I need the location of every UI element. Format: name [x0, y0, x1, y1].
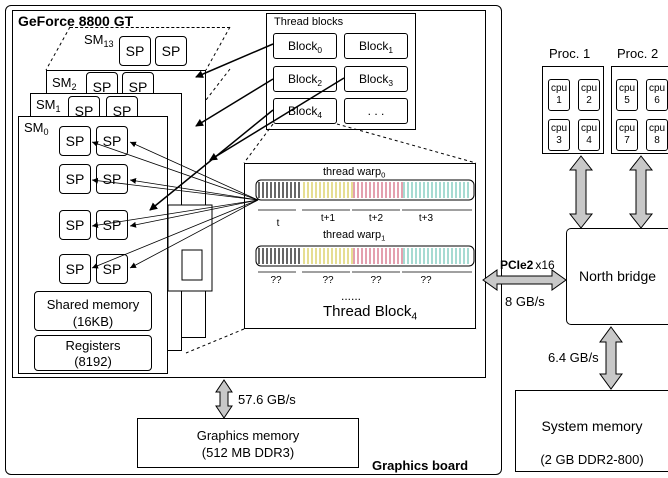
gpu-memory-arrow — [215, 379, 233, 419]
sm0-sp-5: SP — [59, 210, 91, 240]
sm13-sp-2: SP — [155, 36, 187, 66]
registers: Registers (8192) — [34, 335, 152, 371]
sm13-dash-left — [45, 26, 71, 71]
graphics-board-label: Graphics board — [372, 458, 469, 473]
shared-memory-label: Shared memory — [46, 297, 140, 312]
block-ellipsis: . . . — [344, 98, 408, 124]
sm0-sp-1: SP — [59, 126, 91, 156]
arrow-block4-to-sm0 — [149, 109, 274, 211]
pcie-bandwidth: 8 GB/s — [505, 294, 545, 309]
graphics-memory-label: Graphics memory — [196, 428, 300, 443]
warp-to-sp-arrows — [91, 141, 259, 269]
sm0-sp-2: SP — [96, 126, 128, 156]
arrow-block3-to-sm2 — [209, 77, 345, 161]
shared-memory: Shared memory (16KB) — [34, 291, 152, 331]
block-1: Block1 — [344, 33, 408, 59]
warp-1-label: thread warp1 — [323, 229, 386, 243]
zoom-line-bottom-left — [185, 328, 245, 354]
graphics-memory-size: (512 MB DDR3) — [201, 445, 295, 460]
warp-outline — [255, 245, 475, 267]
pcie-arrow — [482, 269, 567, 291]
sm13-dash-right-bottom — [205, 68, 231, 101]
unknown-label-4: ?? — [420, 275, 432, 286]
gpu-memory-bandwidth: 57.6 GB/s — [238, 392, 296, 407]
warp-0-label: thread warp0 — [323, 166, 386, 180]
sm13-dash-right — [205, 26, 231, 71]
sm0-card — [18, 116, 168, 374]
thread-block-4-label: Thread Block4 — [323, 303, 418, 323]
sm13-card — [70, 27, 230, 69]
block-0: Block0 — [273, 33, 337, 59]
sm0-sp-3: SP — [59, 164, 91, 194]
sm1-label: SM1 — [36, 97, 61, 115]
sm0-label: SM0 — [24, 120, 49, 138]
sm13-label: SM13 — [84, 32, 114, 50]
sm0-sp-8: SP — [96, 254, 128, 284]
proc2-nb-arrow — [628, 155, 654, 229]
proc1-nb-arrow — [568, 155, 594, 229]
proc-1-title: Proc. 1 — [549, 46, 591, 61]
unknown-label-3: ?? — [370, 275, 382, 286]
nb-sysmem-arrow — [599, 326, 623, 390]
thread-blocks-title: Thread blocks — [274, 16, 344, 28]
warp-outline — [255, 179, 475, 201]
system-memory-label: System memory — [541, 418, 643, 434]
time-label-t2: t+2 — [368, 213, 384, 224]
proc-2-title: Proc. 2 — [617, 46, 659, 61]
warp-0-bar — [255, 179, 475, 201]
block-3: Block3 — [344, 66, 408, 92]
block-2: Block2 — [273, 66, 337, 92]
gpu-title: GeForce 8800 GT — [18, 13, 134, 29]
warp-ellipsis: ...... — [341, 289, 362, 303]
unknown-label-1: ?? — [270, 275, 282, 286]
sm0-sp-7: SP — [59, 254, 91, 284]
system-memory-size: (2 GB DDR2-800) — [540, 452, 644, 467]
sm2-label: SM2 — [52, 75, 77, 93]
arrow-block2-to-sm1 — [195, 78, 274, 127]
time-label-t: t — [276, 218, 280, 229]
graphics-memory: Graphics memory (512 MB DDR3) — [137, 418, 359, 468]
registers-count: (8192) — [74, 354, 112, 369]
sm0-sp-6: SP — [96, 210, 128, 240]
north-bridge-label: North bridge — [578, 268, 657, 284]
north-bridge: North bridge — [566, 228, 668, 325]
warp-1-bar — [255, 245, 475, 267]
shared-memory-size: (16KB) — [72, 314, 114, 329]
sm2-peek-block — [181, 249, 203, 281]
time-label-t3: t+3 — [418, 213, 434, 224]
system-memory: System memory (2 GB DDR2-800) — [515, 390, 668, 472]
time-label-t1: t+1 — [320, 213, 336, 224]
arrow-block0-to-sm13 — [195, 43, 274, 78]
zoom-line-right — [336, 123, 477, 164]
sm13-sp-1: SP — [119, 36, 151, 66]
sysmem-bandwidth: 6.4 GB/s — [548, 350, 599, 365]
registers-label: Registers — [65, 338, 121, 353]
unknown-label-2: ?? — [322, 275, 334, 286]
sm0-sp-4: SP — [96, 164, 128, 194]
zoom-line-left — [243, 123, 274, 164]
